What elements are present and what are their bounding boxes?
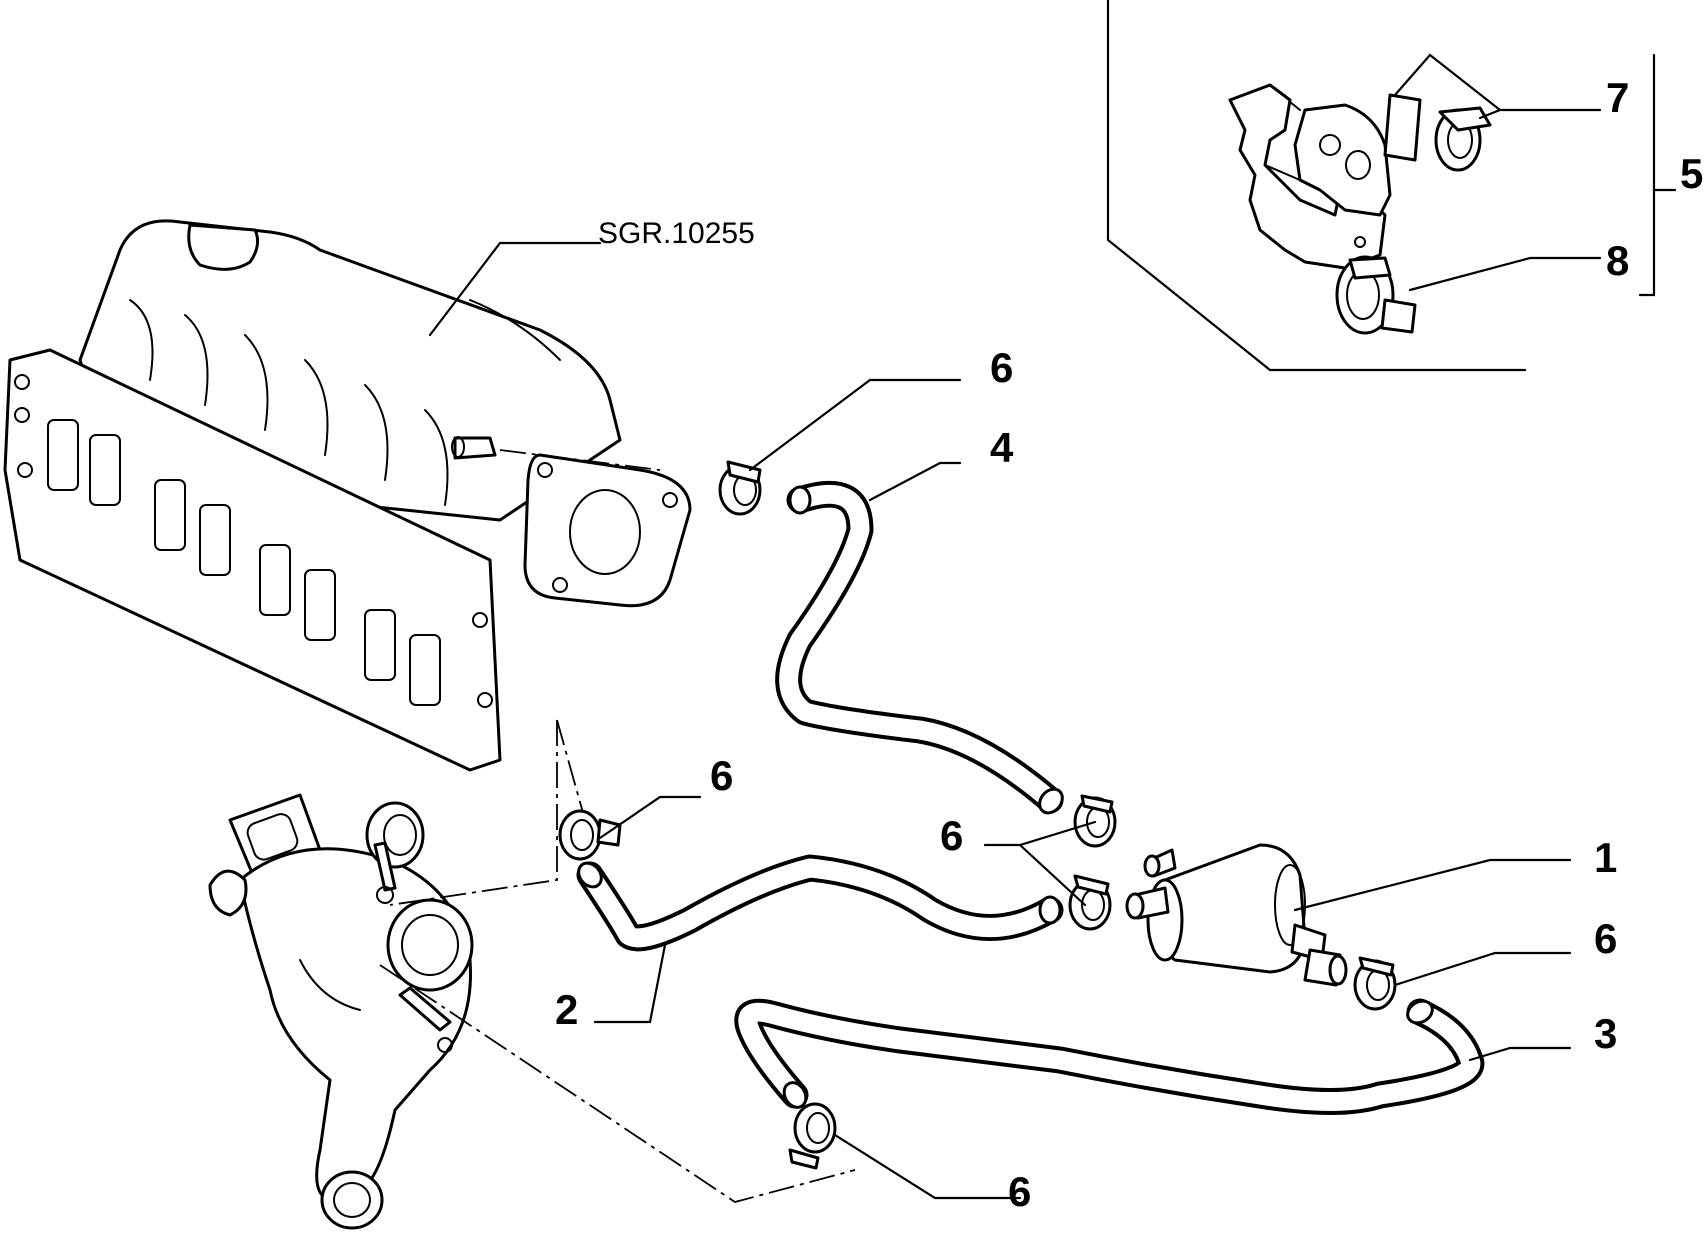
- leader-3: [1468, 1046, 1572, 1062]
- leader-8: [1408, 256, 1602, 292]
- callout-6: 6: [1008, 1168, 1031, 1215]
- leader-6a: [748, 378, 962, 472]
- assembly-line-lower: [379, 964, 856, 1203]
- assembly-line-clip: [556, 719, 586, 821]
- ref-leader: [428, 241, 602, 337]
- leader-6c: [983, 820, 1097, 907]
- hose-4: [775, 480, 1064, 815]
- callout-4: 4: [990, 424, 1014, 471]
- leader-4: [868, 461, 962, 502]
- callout-7: 7: [1606, 74, 1629, 121]
- callout-8: 8: [1606, 237, 1629, 284]
- leader-6e: [833, 1133, 1022, 1200]
- clamp-8: [1335, 255, 1417, 335]
- callout-6: 6: [990, 344, 1013, 391]
- callout-6: 6: [710, 752, 733, 799]
- turbocharger: [208, 793, 474, 1230]
- clip-7: [1383, 93, 1492, 172]
- bracket-5: [1638, 53, 1656, 297]
- intake-manifold: [3, 219, 692, 772]
- hose-3: [734, 998, 1485, 1115]
- hose-clip: [718, 460, 762, 516]
- callout-1: 1: [1594, 834, 1617, 881]
- leader-1: [1293, 858, 1572, 912]
- leader-7: [1393, 53, 1602, 120]
- callout-6: 6: [1594, 915, 1617, 962]
- leader-6b: [598, 795, 702, 840]
- callout-3: 3: [1594, 1010, 1617, 1057]
- reference-label: SGR.10255: [598, 217, 755, 250]
- valve-unit: [1125, 843, 1348, 987]
- hose-clip: [1353, 956, 1397, 1011]
- hose-clip: [1068, 874, 1112, 931]
- hose-2: [576, 854, 1064, 952]
- callout-2: 2: [555, 986, 578, 1033]
- assembly-line-upper: [389, 720, 558, 906]
- callout-5: 5: [1680, 150, 1703, 197]
- mounting-bracket: [1228, 83, 1392, 270]
- hose-clip: [558, 809, 622, 861]
- leader-6d: [1393, 951, 1572, 987]
- leader-2: [593, 943, 667, 1024]
- hose-clip: [788, 1102, 837, 1170]
- inset-frame: [1106, 0, 1527, 372]
- callout-6: 6: [940, 812, 963, 859]
